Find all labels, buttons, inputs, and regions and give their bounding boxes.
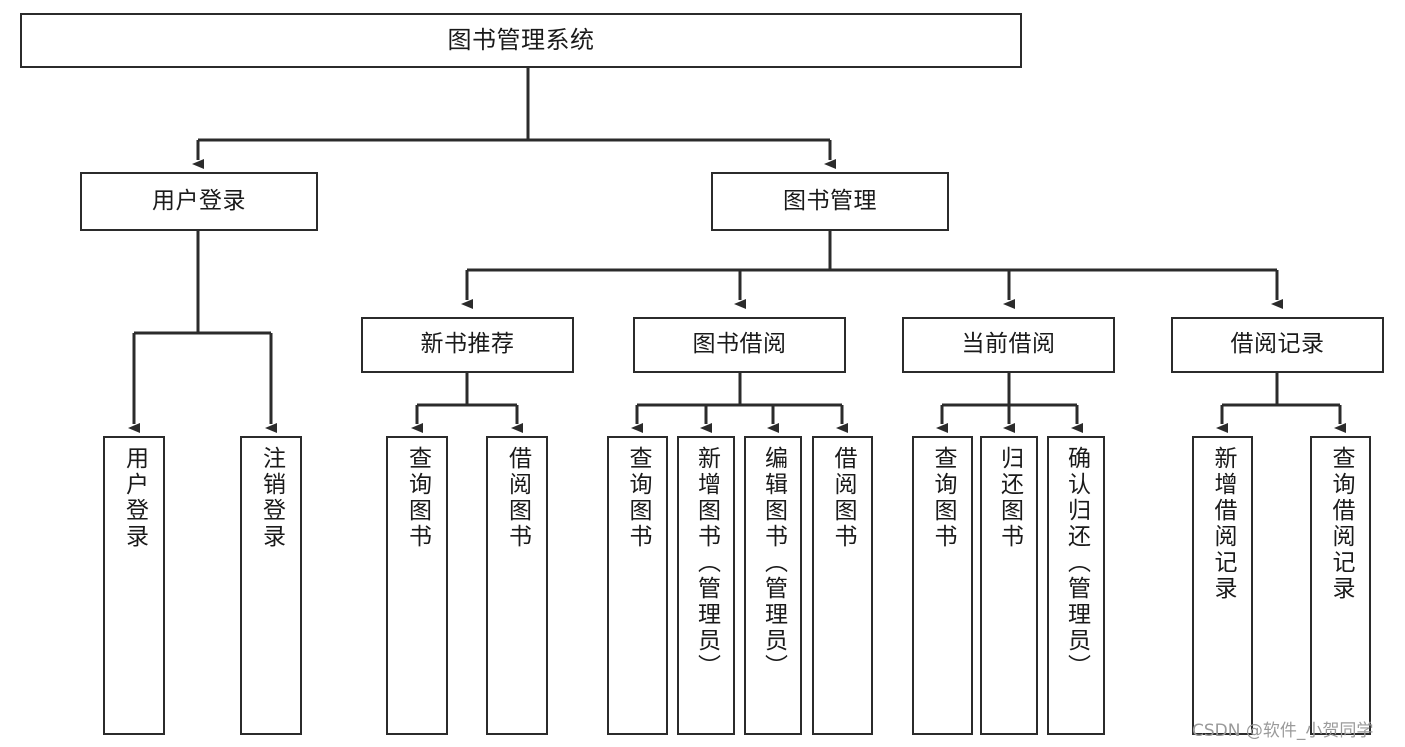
node-new-book-label: 新书推荐: [420, 331, 515, 358]
leaf-current-borrow-3-label: 确认归还（管理员）: [1063, 446, 1090, 680]
leaf-current-borrow-1[interactable]: 查询图书: [912, 436, 973, 735]
leaf-user-login-2-label: 注销登录: [258, 446, 285, 550]
node-borrow-record[interactable]: 借阅记录: [1171, 317, 1384, 373]
leaf-current-borrow-2[interactable]: 归还图书: [980, 436, 1038, 735]
leaf-borrow-record-1[interactable]: 新增借阅记录: [1192, 436, 1253, 735]
leaf-book-borrow-2[interactable]: 新增图书（管理员）: [677, 436, 735, 735]
leaf-borrow-record-2-label: 查询借阅记录: [1328, 446, 1354, 602]
leaf-current-borrow-3[interactable]: 确认归还（管理员）: [1047, 436, 1105, 735]
leaf-new-book-1[interactable]: 查询图书: [386, 436, 448, 735]
node-new-book[interactable]: 新书推荐: [361, 317, 574, 373]
node-book-manage-label: 图书管理: [783, 187, 877, 214]
watermark: CSDN @软件_小贺同学: [1192, 721, 1374, 741]
node-book-borrow[interactable]: 图书借阅: [633, 317, 846, 373]
leaf-book-borrow-3[interactable]: 编辑图书（管理员）: [744, 436, 802, 735]
leaf-current-borrow-2-label: 归还图书: [996, 446, 1023, 550]
leaf-new-book-2-label: 借阅图书: [504, 446, 531, 550]
leaf-book-borrow-1[interactable]: 查询图书: [607, 436, 668, 735]
leaf-new-book-2[interactable]: 借阅图书: [486, 436, 548, 735]
leaf-user-login-1[interactable]: 用户登录: [103, 436, 165, 735]
leaf-new-book-1-label: 查询图书: [404, 446, 431, 550]
node-root[interactable]: 图书管理系统: [20, 13, 1022, 68]
node-current-borrow-label: 当前借阅: [961, 331, 1056, 358]
leaf-book-borrow-1-label: 查询图书: [625, 446, 651, 550]
leaf-book-borrow-3-label: 编辑图书（管理员）: [760, 446, 787, 680]
leaf-book-borrow-4-label: 借阅图书: [830, 446, 856, 550]
node-book-borrow-label: 图书借阅: [692, 331, 787, 358]
node-user-login-label: 用户登录: [152, 187, 246, 214]
leaf-book-borrow-2-label: 新增图书（管理员）: [693, 446, 720, 680]
node-current-borrow[interactable]: 当前借阅: [902, 317, 1115, 373]
leaf-book-borrow-4[interactable]: 借阅图书: [812, 436, 873, 735]
node-book-manage[interactable]: 图书管理: [711, 172, 949, 231]
node-user-login[interactable]: 用户登录: [80, 172, 318, 231]
node-root-label: 图书管理系统: [447, 26, 595, 55]
leaf-user-login-1-label: 用户登录: [121, 446, 148, 550]
leaf-current-borrow-1-label: 查询图书: [930, 446, 956, 550]
node-borrow-record-label: 借阅记录: [1230, 331, 1325, 358]
leaf-borrow-record-2[interactable]: 查询借阅记录: [1310, 436, 1371, 735]
leaf-borrow-record-1-label: 新增借阅记录: [1210, 446, 1236, 602]
leaf-user-login-2[interactable]: 注销登录: [240, 436, 302, 735]
